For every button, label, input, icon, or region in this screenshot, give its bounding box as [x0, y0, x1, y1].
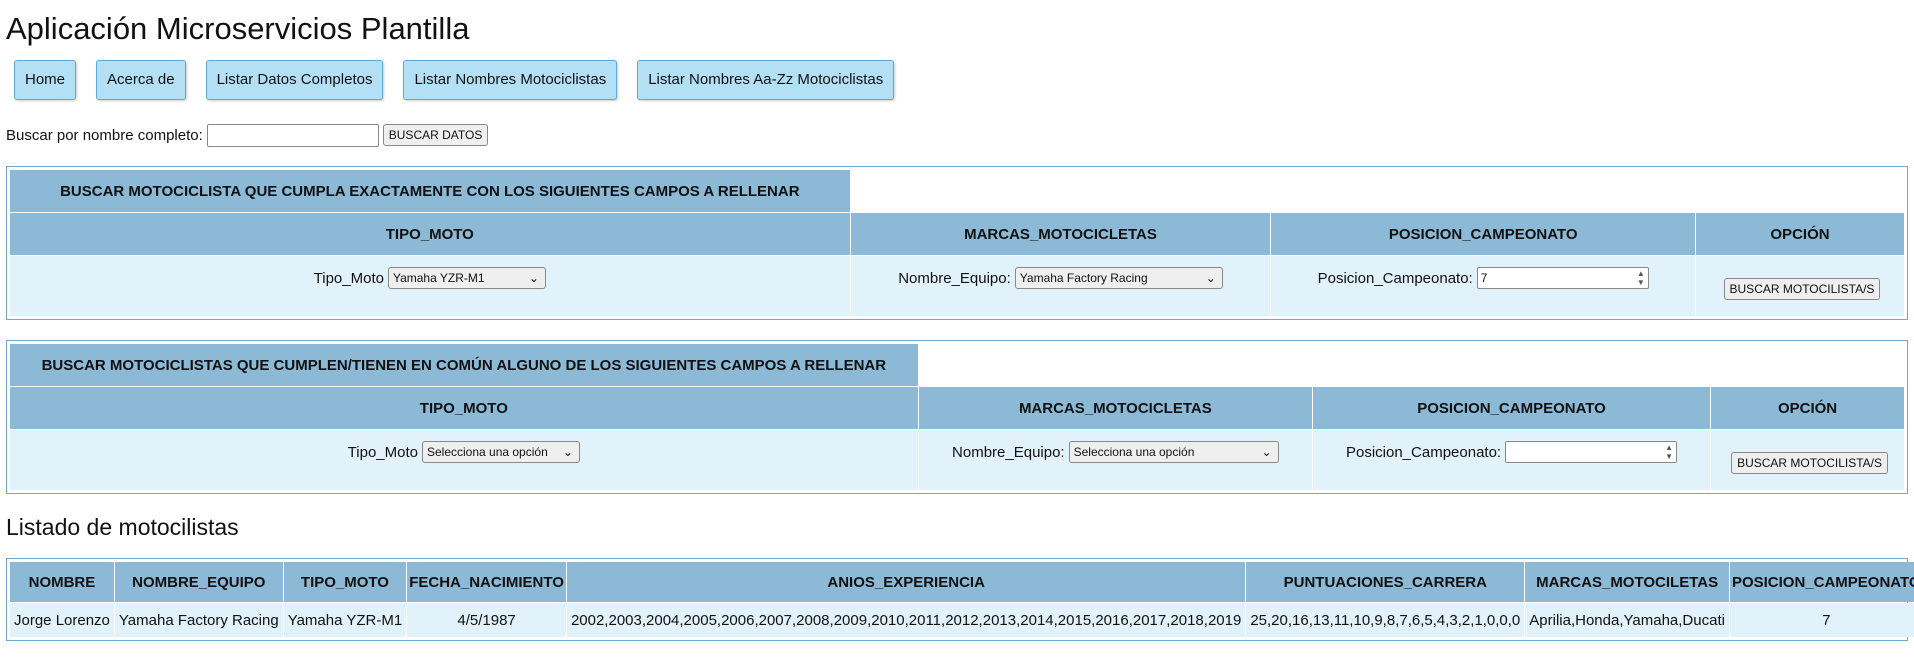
any-equipo-label: Nombre_Equipo:: [952, 443, 1065, 461]
exact-posicion-input[interactable]: 7 ▲▼: [1476, 267, 1649, 289]
any-opcion-cell: BUSCAR MOTOCILISTA/S: [1711, 430, 1904, 490]
nav-list-names-button[interactable]: Listar Nombres Motociclistas: [403, 60, 618, 100]
any-header-tipo: TIPO_MOTO: [10, 387, 918, 429]
exact-tipo-value: Yamaha YZR-M1: [392, 271, 485, 285]
any-tipo-select[interactable]: Selecciona una opción ⌄: [421, 441, 580, 463]
chevron-down-icon: ⌄: [562, 445, 573, 459]
name-search-button[interactable]: BUSCAR DATOS: [382, 124, 489, 146]
any-equipo-cell: Nombre_Equipo: Selecciona una opción ⌄: [918, 430, 1312, 490]
table-row: Jorge Lorenzo Yamaha Factory Racing Yama…: [10, 603, 1914, 637]
col-tipo-moto: TIPO_MOTO: [283, 562, 407, 602]
any-tipo-cell: Tipo_Moto Selecciona una opción ⌄: [10, 430, 918, 490]
cell-nombre-equipo: Yamaha Factory Racing: [114, 603, 283, 637]
any-search-panel: BUSCAR MOTOCICLISTAS QUE CUMPLEN/TIENEN …: [6, 340, 1908, 494]
name-search-row: Buscar por nombre completo: BUSCAR DATOS: [6, 122, 1908, 148]
page: Aplicación Microservicios Plantilla Home…: [6, 11, 1914, 641]
any-posicion-label: Posicion_Campeonato:: [1345, 443, 1502, 461]
any-posicion-input[interactable]: ▲▼: [1505, 441, 1678, 463]
exact-header-opcion: OPCIÓN: [1695, 213, 1904, 255]
listing-title: Listado de motocilistas: [6, 514, 239, 540]
nav-list-names-sorted-button[interactable]: Listar Nombres Aa-Zz Motociclistas: [637, 60, 895, 100]
exact-equipo-label: Nombre_Equipo:: [898, 269, 1011, 287]
any-tipo-label: Tipo_Moto: [347, 443, 418, 461]
cell-anios-experiencia: 2002,2003,2004,2005,2006,2007,2008,2009,…: [566, 603, 1246, 637]
col-anios-experiencia: ANIOS_EXPERIENCIA: [566, 562, 1246, 602]
chevron-down-icon: ⌄: [528, 271, 539, 285]
chevron-down-icon: ⌄: [1205, 271, 1216, 285]
any-posicion-cell: Posicion_Campeonato: ▲▼: [1312, 430, 1711, 490]
exact-equipo-select[interactable]: Yamaha Factory Racing ⌄: [1014, 267, 1223, 289]
exact-opcion-cell: BUSCAR MOTOCILISTA/S: [1695, 256, 1904, 316]
col-posicion: POSICION_CAMPEONATO: [1729, 562, 1914, 602]
exact-posicion-value: 7: [1480, 271, 1488, 285]
spinner-icon[interactable]: ▲▼: [1665, 443, 1674, 461]
cell-puntuaciones: 25,20,16,13,11,10,9,8,7,6,5,4,3,2,1,0,0,…: [1246, 603, 1525, 637]
cell-posicion: 7: [1729, 603, 1914, 637]
cell-marcas: Aprilia,Honda,Yamaha,Ducati: [1525, 603, 1729, 637]
page-title: Aplicación Microservicios Plantilla: [6, 11, 470, 46]
col-nombre: NOMBRE: [10, 562, 114, 602]
nav-about-button[interactable]: Acerca de: [96, 60, 186, 100]
exact-search-button[interactable]: BUSCAR MOTOCILISTA/S: [1723, 278, 1881, 300]
any-header-marcas: MARCAS_MOTOCICLETAS: [918, 387, 1312, 429]
exact-header-tipo: TIPO_MOTO: [10, 213, 850, 255]
exact-tipo-cell: Tipo_Moto Yamaha YZR-M1 ⌄: [10, 256, 850, 316]
exact-tipo-label: Tipo_Moto: [313, 269, 384, 287]
col-marcas: MARCAS_MOTOCILETAS: [1525, 562, 1729, 602]
exact-tipo-select[interactable]: Yamaha YZR-M1 ⌄: [387, 267, 546, 289]
nav-home-button[interactable]: Home: [14, 60, 77, 100]
spinner-icon[interactable]: ▲▼: [1636, 269, 1645, 287]
exact-equipo-cell: Nombre_Equipo: Yamaha Factory Racing ⌄: [850, 256, 1271, 316]
col-nombre-equipo: NOMBRE_EQUIPO: [114, 562, 283, 602]
any-header-posicion: POSICION_CAMPEONATO: [1312, 387, 1711, 429]
exact-equipo-value: Yamaha Factory Racing: [1019, 271, 1148, 285]
chevron-down-icon: ⌄: [1261, 445, 1272, 459]
cell-nombre: Jorge Lorenzo: [10, 603, 114, 637]
any-equipo-select[interactable]: Selecciona una opción ⌄: [1068, 441, 1279, 463]
results-panel: NOMBRE NOMBRE_EQUIPO TIPO_MOTO FECHA_NAC…: [6, 558, 1914, 641]
cell-fecha-nacimiento: 4/5/1987: [407, 603, 566, 637]
exact-posicion-cell: Posicion_Campeonato: 7 ▲▼: [1271, 256, 1695, 316]
exact-posicion-label: Posicion_Campeonato:: [1317, 269, 1473, 287]
exact-search-caption: BUSCAR MOTOCICLISTA QUE CUMPLA EXACTAMEN…: [10, 170, 850, 212]
any-search-caption: BUSCAR MOTOCICLISTAS QUE CUMPLEN/TIENEN …: [10, 344, 918, 386]
any-equipo-value: Selecciona una opción: [1073, 445, 1195, 459]
col-puntuaciones: PUNTUACIONES_CARRERA: [1246, 562, 1525, 602]
exact-header-posicion: POSICION_CAMPEONATO: [1271, 213, 1695, 255]
any-tipo-value: Selecciona una opción: [426, 445, 548, 459]
name-search-input[interactable]: [206, 123, 379, 147]
col-fecha-nacimiento: FECHA_NACIMIENTO: [407, 562, 566, 602]
name-search-label: Buscar por nombre completo:: [6, 126, 203, 144]
cell-tipo-moto: Yamaha YZR-M1: [283, 603, 407, 637]
nav-list-full-button[interactable]: Listar Datos Completos: [205, 60, 384, 100]
any-header-opcion: OPCIÓN: [1711, 387, 1904, 429]
exact-header-marcas: MARCAS_MOTOCICLETAS: [850, 213, 1271, 255]
any-search-button[interactable]: BUSCAR MOTOCILISTA/S: [1731, 452, 1888, 474]
main-nav: Home Acerca de Listar Datos Completos Li…: [6, 60, 1908, 100]
results-table: NOMBRE NOMBRE_EQUIPO TIPO_MOTO FECHA_NAC…: [9, 561, 1914, 638]
exact-search-panel: BUSCAR MOTOCICLISTA QUE CUMPLA EXACTAMEN…: [6, 166, 1908, 320]
